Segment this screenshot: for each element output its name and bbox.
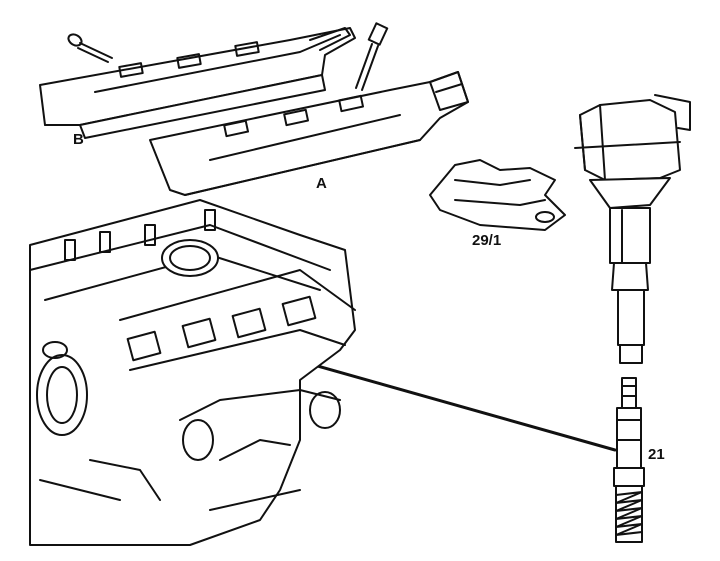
bracket — [429, 159, 566, 231]
ignition-coil — [574, 94, 691, 364]
cover-b — [39, 27, 356, 139]
engine — [29, 199, 356, 546]
bolt-b — [67, 33, 113, 63]
bolt-a — [355, 22, 389, 91]
spark-plug — [613, 377, 645, 543]
label-cover-b: B — [73, 131, 84, 148]
cover-a — [149, 71, 469, 196]
label-cover-a: A — [316, 175, 327, 192]
label-bracket: 29/1 — [472, 232, 502, 249]
label-spark-plug: 21 — [648, 446, 665, 463]
